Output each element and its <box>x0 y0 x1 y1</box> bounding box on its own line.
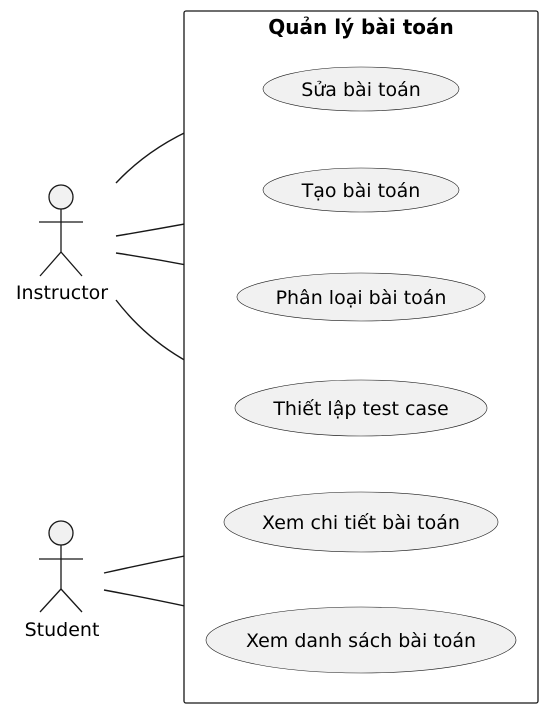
use-case-ellipse <box>236 272 486 322</box>
use-case-label: Sửa bài toán <box>301 79 421 101</box>
use-case-tao-bai-toan: Tạo bài toán <box>262 167 460 213</box>
use-case-label: Tạo bài toán <box>301 180 421 202</box>
use-case-xem-chi-tiet-bai-toan: Xem chi tiết bài toán <box>223 491 499 553</box>
system-boundary-box <box>183 10 539 704</box>
actor-instructor: Instructor <box>16 184 108 304</box>
actor-leg-left <box>39 588 62 613</box>
actor-head-icon <box>48 184 74 210</box>
use-case-ellipse <box>262 66 460 112</box>
use-case-ellipse <box>262 167 460 213</box>
use-case-label: Xem danh sách bài toán <box>246 630 476 652</box>
use-case-ellipse <box>223 491 499 553</box>
actor-label: Student <box>25 619 100 641</box>
actor-head-icon <box>48 520 74 546</box>
use-case-label: Xem chi tiết bài toán <box>262 512 460 534</box>
use-case-thiet-lap-test-case: Thiết lập test case <box>234 379 488 437</box>
actor-leg-left <box>39 251 62 277</box>
actor-label: Instructor <box>16 282 108 304</box>
use-case-label: Phân loại bài toán <box>276 287 447 309</box>
use-case-xem-danh-sach-bai-toan: Xem danh sách bài toán <box>205 606 517 674</box>
actor-leg-right <box>60 251 83 277</box>
use-case-sua-bai-toan: Sửa bài toán <box>262 66 460 112</box>
use-case-ellipse <box>234 379 488 437</box>
use-case-phan-loai-bai-toan: Phân loại bài toán <box>236 272 486 322</box>
actor-student: Student <box>25 520 100 641</box>
system-title: Quản lý bài toán <box>268 15 453 39</box>
use-case-ellipse <box>205 606 517 674</box>
actor-leg-right <box>60 588 83 613</box>
system-boundary: Quản lý bài toán <box>183 10 539 704</box>
use-case-label: Thiết lập test case <box>272 398 448 420</box>
